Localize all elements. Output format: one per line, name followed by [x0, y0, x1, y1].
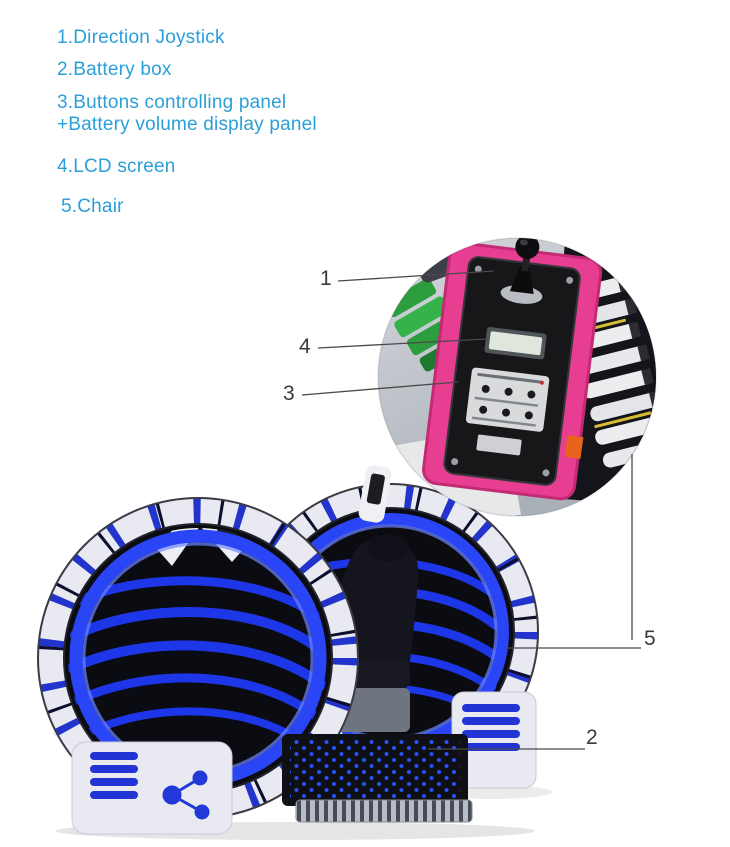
machine-photo	[37, 465, 552, 840]
callout-number-2: 2	[586, 726, 598, 749]
callout-line-1	[337, 270, 495, 282]
control-panel	[422, 238, 603, 501]
machine-base	[71, 691, 537, 835]
headrest	[368, 534, 408, 562]
callout-number-5: 5	[644, 627, 656, 650]
battery-sticks	[558, 275, 656, 468]
legend-item-lcd-screen: 4.LCD screen	[57, 156, 176, 177]
front-step	[295, 799, 473, 823]
legend-item-direction-joystick: 1.Direction Joystick	[57, 27, 225, 48]
legend-item-buttons-panel-line1: 3.Buttons controlling panel	[57, 92, 287, 113]
callout-line-4	[317, 338, 487, 349]
callout-number-3: 3	[283, 382, 295, 405]
buttons-panel	[465, 367, 550, 432]
callout-number-4: 4	[299, 335, 311, 358]
lcd-screen	[484, 327, 547, 360]
orange-connector	[564, 434, 584, 460]
direction-joystick	[500, 238, 543, 304]
callout-number-1: 1	[320, 267, 332, 290]
small-label	[476, 434, 522, 456]
inset-border	[377, 237, 657, 517]
legend-item-buttons-panel-line2: +Battery volume display panel	[57, 114, 317, 135]
callout-lines	[301, 270, 641, 750]
legend-item-battery-box: 2.Battery box	[57, 59, 172, 80]
legend-item-chair: 5.Chair	[61, 196, 124, 217]
front-frame-bracket	[156, 528, 248, 566]
molecule-decal	[162, 770, 210, 820]
callout-line-3	[301, 381, 459, 396]
inset-photo	[377, 237, 657, 517]
